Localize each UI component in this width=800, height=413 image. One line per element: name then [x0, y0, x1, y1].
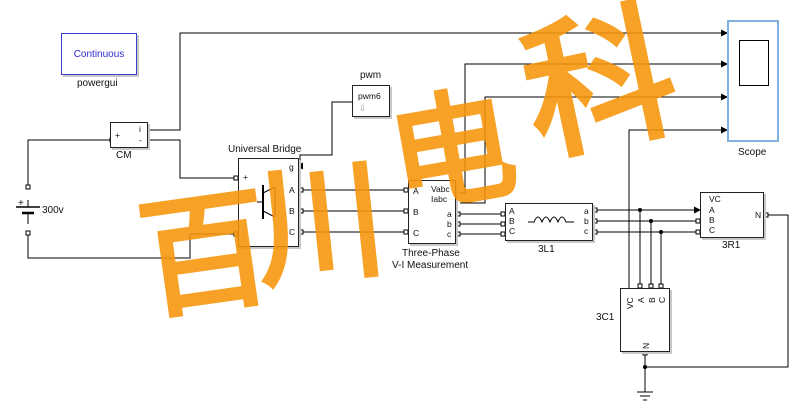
wire-cm-to-bridge	[148, 139, 238, 179]
ind-out-c: c	[584, 226, 589, 236]
wire-pwm-to-bridge	[296, 101, 352, 170]
cap-port-vc: VC	[625, 297, 635, 309]
watermark-char-3: 电	[378, 70, 527, 235]
bridge-label: Universal Bridge	[228, 144, 302, 155]
pwm-label: pwm	[360, 70, 382, 81]
watermark-char-4: 科	[508, 0, 692, 186]
wire-dc-bottom	[27, 233, 238, 259]
wire-cm-to-scope	[148, 29, 728, 131]
bridge-port-a: A	[289, 185, 295, 195]
meas-in-a: A	[413, 186, 419, 196]
powergui-block[interactable]: Continuous	[61, 33, 137, 75]
capacitor-label: 3C1	[596, 312, 615, 323]
cap-port-a: A	[636, 297, 646, 303]
meas-in-c: C	[413, 228, 420, 238]
ground-icon	[637, 391, 653, 401]
powergui-label: powergui	[77, 78, 118, 89]
cap-port-b: B	[647, 297, 657, 303]
coil-icon	[528, 216, 574, 224]
bridge-port-minus: -	[243, 228, 246, 238]
cap-port-c: C	[657, 296, 667, 303]
universal-bridge-block[interactable]: + - g A B C	[238, 158, 299, 247]
wire-iabc-to-scope	[460, 93, 728, 204]
scope-screen	[739, 40, 769, 86]
res-port-n: N	[755, 210, 762, 220]
powergui-mode-text: Continuous	[73, 48, 125, 60]
meas-out-b: b	[447, 219, 452, 229]
inductor-label: 3L1	[538, 244, 555, 255]
meas-port-vabc: Vabc	[431, 184, 450, 194]
cm-label: CM	[116, 150, 132, 161]
pwm-block-text: pwm6	[358, 91, 381, 101]
pwm-block[interactable]: pwm6 ⇩	[352, 85, 390, 117]
bridge-port-g: g	[289, 162, 294, 172]
ind-in-b: B	[509, 216, 515, 226]
res-port-vc: VC	[709, 194, 721, 204]
wire-vabc-to-scope	[460, 60, 728, 194]
bridge-port-c: C	[289, 227, 296, 237]
scope-block[interactable]	[727, 20, 779, 142]
dc-source-label: 300v	[42, 205, 64, 216]
cap-port-n: N	[641, 342, 651, 349]
inductor-block[interactable]: A B C a b c	[505, 203, 593, 241]
resistor-load-block[interactable]: VC A B C N	[700, 192, 764, 238]
meas-port-iabc: Iabc	[431, 194, 448, 204]
cm-port-minus: -	[139, 135, 142, 145]
bridge-port-plus: +	[243, 172, 248, 182]
cm-port-i: i	[139, 124, 141, 134]
wire-neutral	[645, 214, 789, 368]
scope-label: Scope	[738, 147, 767, 158]
ind-out-b: b	[584, 216, 589, 226]
battery-icon	[16, 200, 40, 224]
bridge-port-b: B	[289, 206, 295, 216]
capacitor-load-block[interactable]: VC A B C N	[620, 288, 670, 352]
meas-label-line2: V-I Measurement	[392, 260, 469, 271]
watermark-char-2: 川	[247, 142, 393, 308]
cm-port-plus: +	[115, 130, 120, 140]
meas-in-b: B	[413, 207, 419, 217]
resistor-label: 3R1	[722, 240, 741, 251]
wire-dc-top	[27, 139, 110, 187]
res-port-c: C	[709, 225, 716, 235]
res-port-b: B	[709, 215, 715, 225]
ind-in-c: C	[509, 226, 516, 236]
res-port-a: A	[709, 205, 715, 215]
current-measurement-block[interactable]: + i -	[110, 122, 148, 148]
meas-label-line1: Three-Phase	[402, 248, 460, 259]
ind-out-a: a	[584, 206, 589, 216]
ind-in-a: A	[509, 206, 515, 216]
igbt-icon	[257, 185, 276, 219]
wire-cap-vc-to-scope	[628, 126, 728, 288]
meas-out-a: a	[447, 209, 452, 219]
meas-out-c: c	[447, 229, 452, 239]
pwm-down-arrow-icon: ⇩	[359, 103, 367, 113]
vi-measurement-block[interactable]: Vabc Iabc A B C a b c	[408, 180, 456, 244]
dc-source-plus: +	[18, 198, 24, 209]
